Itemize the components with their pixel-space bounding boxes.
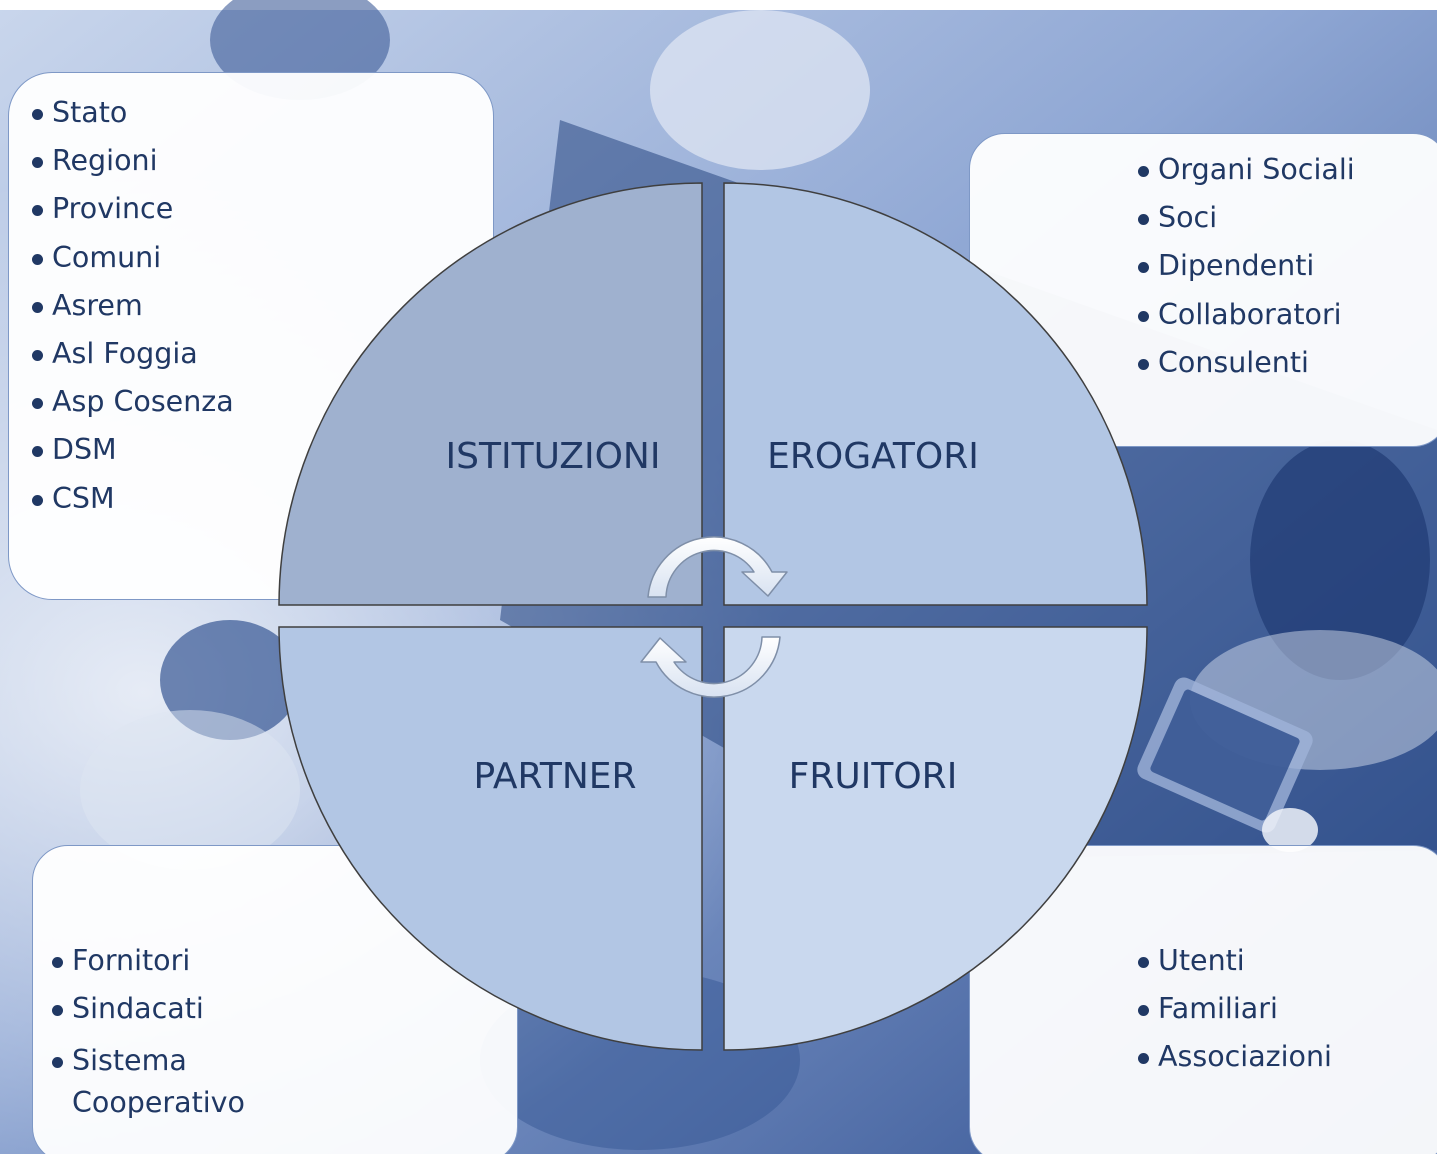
list-item: Comuni	[32, 241, 234, 289]
quadrant-istituzioni	[278, 182, 703, 606]
quadrant-label-istituzioni: ISTITUZIONI	[446, 436, 661, 477]
curved-arrow-clockwise-icon	[647, 536, 788, 598]
list-item: Utenti	[1138, 944, 1332, 992]
list-item: Asl Foggia	[32, 337, 234, 385]
list-item: Consulenti	[1138, 346, 1355, 394]
list-item: Familiari	[1138, 992, 1332, 1040]
list-item: Sindacati	[52, 992, 302, 1040]
list-item: Collaboratori	[1138, 298, 1355, 346]
list-item: Dipendenti	[1138, 249, 1355, 297]
erogatori-list: Organi Sociali Soci Dipendenti Collabora…	[1138, 153, 1355, 394]
list-item: Asp Cosenza	[32, 385, 234, 433]
list-item: CSM	[32, 482, 234, 530]
list-item: Organi Sociali	[1138, 153, 1355, 201]
fruitori-list: Utenti Familiari Associazioni	[1138, 944, 1332, 1089]
istituzioni-list: Stato Regioni Province Comuni Asrem Asl …	[32, 96, 234, 530]
list-item: Regioni	[32, 144, 234, 192]
quadrant-label-erogatori: EROGATORI	[767, 436, 979, 477]
quadrant-label-partner: PARTNER	[473, 756, 636, 797]
quadrant-fruitori	[723, 626, 1148, 1051]
list-item: Asrem	[32, 289, 234, 337]
curved-arrow-counterclockwise-icon	[640, 636, 781, 698]
quadrant-label-fruitori: FRUITORI	[789, 756, 958, 797]
partner-list: Fornitori Sindacati Sistema Cooperativo	[52, 944, 302, 1124]
list-item: Stato	[32, 96, 234, 144]
list-item: Fornitori	[52, 944, 302, 992]
list-item: Province	[32, 192, 234, 240]
list-item: Associazioni	[1138, 1040, 1332, 1088]
quadrant-partner	[278, 626, 703, 1051]
list-item: Soci	[1138, 201, 1355, 249]
list-item: DSM	[32, 433, 234, 481]
list-item: Sistema Cooperativo	[52, 1040, 302, 1124]
quadrant-erogatori	[723, 182, 1148, 606]
